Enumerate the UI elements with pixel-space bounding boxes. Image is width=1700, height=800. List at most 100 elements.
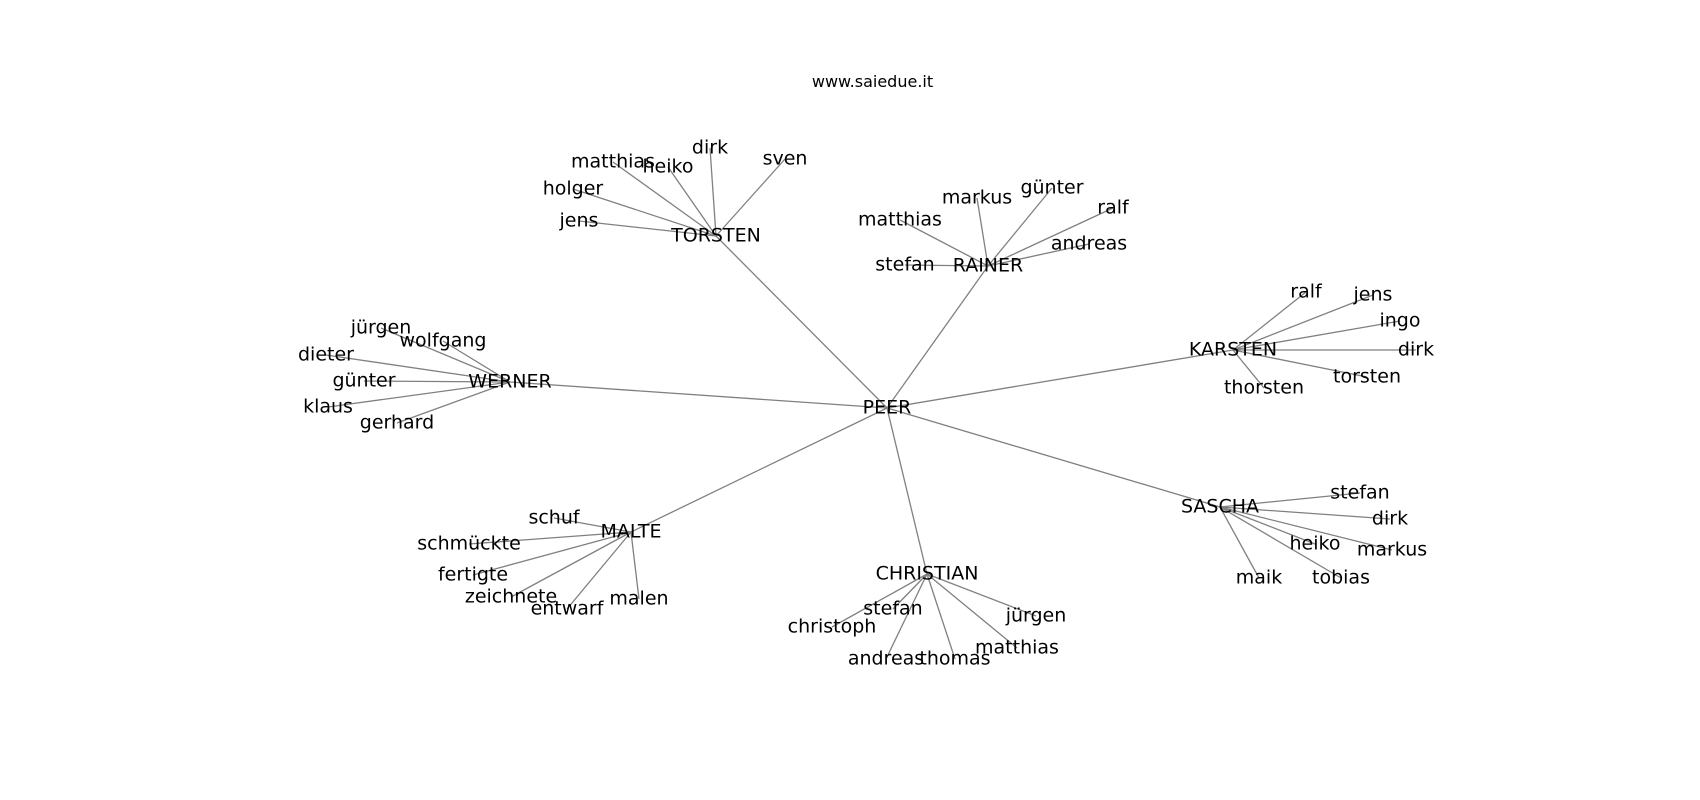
leaf-node-label: gerhard [360, 412, 434, 434]
leaf-node-label: stefan [1330, 482, 1389, 504]
edge-center-sascha [886, 407, 1221, 508]
leaf-node-label: matthias [571, 151, 655, 173]
leaf-node-label: sven [763, 148, 808, 170]
leaf-node-label: entwarf [531, 598, 605, 620]
edge-rainer-leaf [987, 207, 1114, 267]
leaf-node-label: schmückte [417, 533, 521, 555]
edge-malte-leaf [472, 531, 632, 576]
edge-christian-leaf [926, 573, 956, 660]
edge-karsten-leaf [1232, 320, 1401, 351]
edge-sascha-leaf [1219, 506, 1391, 520]
edge-torsten-leaf [578, 220, 717, 237]
leaf-node-label: dirk [692, 137, 728, 159]
center-node-label: PEER [863, 397, 912, 419]
edge-rainer-leaf [976, 197, 989, 267]
leaf-node-label: holger [543, 178, 604, 200]
leaf-node-label: thorsten [1224, 377, 1304, 399]
leaf-node-label: markus [1357, 539, 1427, 561]
edge-rainer-leaf [987, 243, 1090, 267]
edge-center-werner [509, 381, 888, 409]
leaf-node-label: andreas [848, 648, 924, 670]
leaf-node-label: zeichnete [465, 586, 557, 608]
edge-werner-leaf [380, 327, 511, 383]
leaf-node-label: dieter [298, 344, 354, 366]
leaf-node-label: ingo [1379, 310, 1420, 332]
leaf-node-label: dirk [1372, 508, 1408, 530]
leaf-node-label: christoph [788, 616, 877, 638]
edge-werner-leaf [363, 380, 511, 383]
edge-torsten-leaf [572, 188, 717, 237]
edge-malte-leaf [566, 531, 632, 610]
leaf-node-label: ralf [1097, 197, 1130, 219]
edge-center-torsten [715, 235, 888, 409]
edge-rainer-leaf [987, 187, 1053, 267]
edge-karsten-leaf [1232, 291, 1307, 351]
leaf-node-label: günter [332, 370, 395, 392]
edge-malte-leaf [468, 531, 632, 545]
edge-torsten-leaf [612, 161, 717, 237]
hub-node-label: SASCHA [1181, 496, 1259, 518]
leaf-node-label: torsten [1333, 366, 1401, 388]
hub-node-label: WERNER [468, 371, 551, 393]
edge-christian-leaf [926, 573, 1018, 649]
leaf-node-label: heiko [643, 156, 694, 178]
leaf-node-label: jürgen [350, 317, 412, 339]
edge-werner-leaf [327, 381, 511, 408]
leaf-node-label: maik [1236, 567, 1282, 589]
edge-center-christian [886, 407, 928, 575]
hub-node-label: CHRISTIAN [876, 563, 979, 585]
leaf-node-label: markus [942, 187, 1012, 209]
edge-sascha-leaf [1219, 506, 1342, 579]
edge-rainer-leaf [899, 219, 989, 267]
leaf-node-label: jürgen [1005, 605, 1067, 627]
hub-node-label: RAINER [953, 255, 1023, 277]
edge-torsten-leaf [715, 158, 786, 237]
leaf-node-label: ralf [1290, 281, 1323, 303]
leaf-node-label: malen [609, 588, 668, 610]
edge-torsten-leaf [667, 166, 717, 237]
edge-christian-leaf [831, 573, 928, 628]
edge-sascha-leaf [1219, 506, 1393, 551]
edge-werner-leaf [325, 354, 511, 383]
edge-center-malte [630, 407, 888, 533]
edge-karsten-leaf [1232, 349, 1368, 378]
edge-karsten-leaf [1232, 294, 1374, 351]
edge-sascha-leaf [1219, 506, 1316, 545]
edge-center-rainer [886, 265, 989, 409]
leaf-node-label: matthias [858, 209, 942, 231]
edge-center-karsten [886, 349, 1234, 409]
leaf-node-label: klaus [303, 396, 353, 418]
edge-karsten-leaf [1232, 349, 1265, 389]
leaf-node-label: andreas [1051, 233, 1127, 255]
hub-node-label: TORSTEN [670, 225, 761, 247]
edge-sascha-leaf [1219, 506, 1260, 579]
leaf-node-label: tobias [1312, 567, 1370, 589]
leaf-node-label: schuf [528, 507, 580, 529]
leaf-node-label: jens [559, 210, 599, 232]
leaf-node-label: fertigte [438, 564, 508, 586]
leaf-node-label: wolfgang [400, 330, 487, 352]
leaf-node-label: heiko [1290, 533, 1341, 555]
hub-node-label: MALTE [601, 521, 662, 543]
hub-node-label: KARSTEN [1189, 339, 1277, 361]
leaf-node-label: jens [1353, 284, 1393, 306]
edge-werner-leaf [442, 340, 511, 383]
leaf-node-label: stefan [875, 254, 934, 276]
leaf-node-label: stefan [863, 598, 922, 620]
edge-torsten-leaf [709, 147, 717, 237]
edge-sascha-leaf [1219, 492, 1361, 508]
leaf-node-label: günter [1020, 177, 1083, 199]
leaf-node-label: dirk [1398, 339, 1434, 361]
leaf-node-label: matthias [975, 637, 1059, 659]
diagram-title: www.saiedue.it [811, 72, 934, 91]
edge-werner-leaf [396, 381, 511, 424]
leaf-node-label: thomas [919, 648, 990, 670]
edge-rainer-leaf [904, 264, 989, 267]
edge-christian-leaf [892, 573, 928, 610]
edge-malte-leaf [630, 531, 640, 600]
edge-christian-leaf [926, 573, 1037, 617]
edge-malte-leaf [510, 531, 632, 598]
edge-layer [325, 147, 1416, 660]
